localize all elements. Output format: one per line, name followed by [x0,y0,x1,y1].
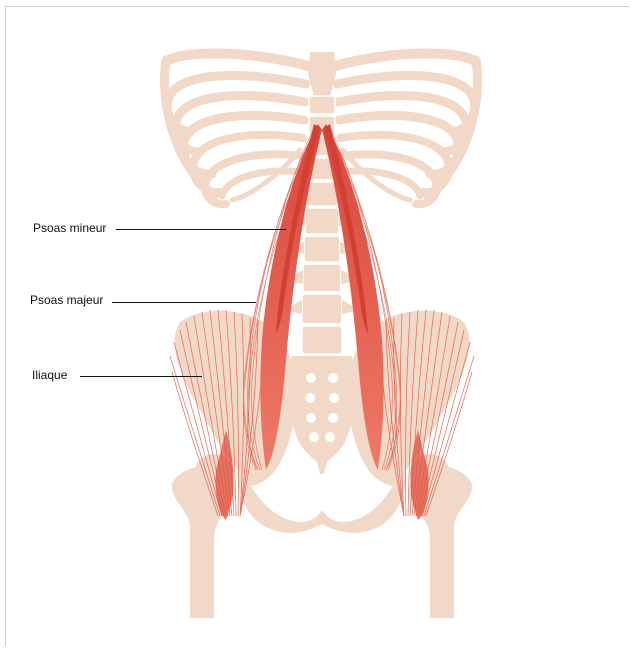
label-psoas-minor: Psoas mineur [33,221,106,235]
spine [302,96,342,354]
leader-line-psoas-minor [116,229,286,230]
leader-line-psoas-major [112,302,256,303]
label-psoas-major: Psoas majeur [30,293,103,307]
label-iliacus: Iliaque [32,368,67,382]
obturator-foramen [261,478,383,510]
leader-line-iliacus [80,376,202,377]
